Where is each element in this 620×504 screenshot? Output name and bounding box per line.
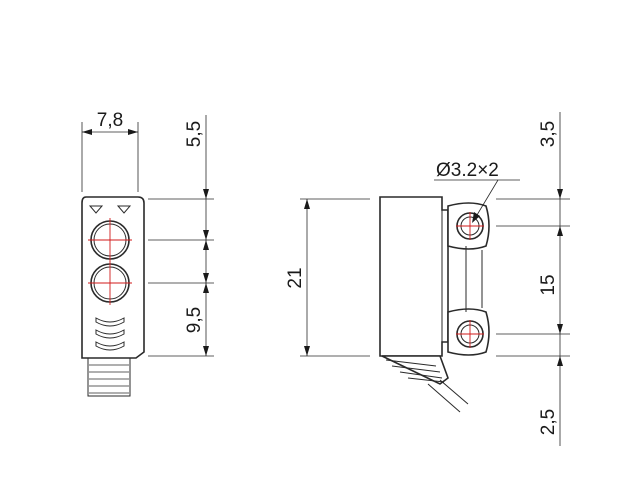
side-vertical-dimensions: 3,5 15 2,5 [538,112,563,446]
side-view: 21 [285,112,570,446]
side-top-offset-label: 3,5 [538,121,559,147]
hole-label: Ø3.2×2 [436,160,499,181]
front-view: 7,8 [81,110,214,397]
front-top-offset-label: 5,5 [184,121,205,147]
front-housing [81,196,145,397]
width-dimension: 7,8 [81,110,139,192]
hole-callout: Ø3.2×2 [434,160,520,223]
side-housing [379,196,490,413]
height-label: 21 [285,267,306,288]
side-bottom-offset-label: 2,5 [538,409,559,435]
width-label: 7,8 [97,110,123,131]
height-dimension: 21 [285,198,370,357]
front-vertical-dimensions: 5,5 9,5 [184,115,209,356]
front-bottom-offset-label: 9,5 [184,307,205,333]
hole-spacing-label: 15 [538,274,559,295]
